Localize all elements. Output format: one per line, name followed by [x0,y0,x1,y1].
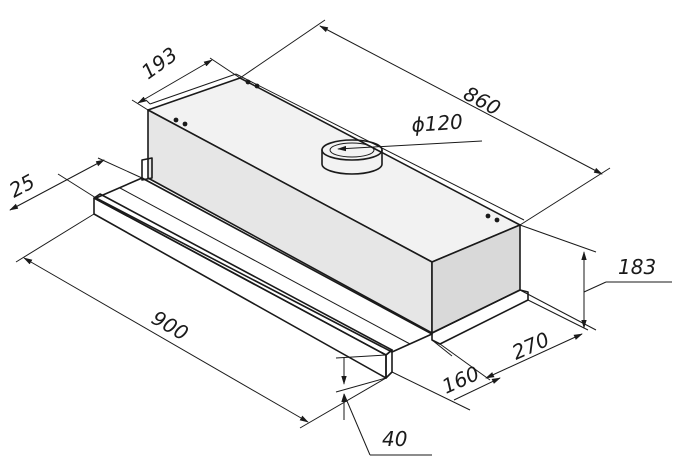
dimension-line [319,25,603,175]
dimension-183: 183 [519,224,672,331]
mount-hole [182,121,188,127]
extension-line [97,157,143,179]
mount-hole [245,79,251,85]
leader-line [343,393,371,456]
dimension-line [485,333,583,379]
extension-line [335,377,387,393]
mount-hole [173,117,179,123]
extension-line [519,167,611,226]
slide-rail-back [141,157,153,181]
dimension-diameter: ϕ120 [337,109,483,152]
leader-line [583,281,607,293]
top-lip-corner [145,99,151,105]
extension-line [131,99,149,111]
dimension-line [453,377,501,401]
extension-line [527,299,589,331]
dimension-line [137,59,213,104]
dimension-label-183: 183 [618,255,656,279]
extension-line [299,377,387,429]
dimension-label-860: 860 [460,81,505,120]
dimension-label-270: 270 [508,327,553,364]
leader-line [337,140,483,152]
dimension-25: 25 [5,157,143,211]
mount-hole [494,217,500,223]
mount-hole [254,83,260,89]
extension-line [209,57,241,79]
extension-line [431,339,453,357]
extension-line [519,224,597,253]
extension-line [57,173,97,199]
extension-line [335,354,387,359]
dimension-label-40: 40 [382,427,407,451]
dimension-label-160: 160 [438,361,483,398]
mounting-holes [173,79,500,223]
dimension-label-900: 900 [148,306,193,346]
dimension-label-diameter: ϕ120 [411,109,464,137]
extension-line [239,19,326,79]
front-panel-end [385,349,393,379]
dimension-40: 40 [335,354,432,456]
mount-hole [485,213,491,219]
hood-body [145,73,525,334]
extension-line [439,343,491,381]
dimension-line [9,159,105,211]
dimension-line [23,257,309,423]
dimension-label-193: 193 [137,42,182,84]
extension-line [391,371,471,411]
extension-line [15,213,95,263]
extension-line [519,289,597,331]
